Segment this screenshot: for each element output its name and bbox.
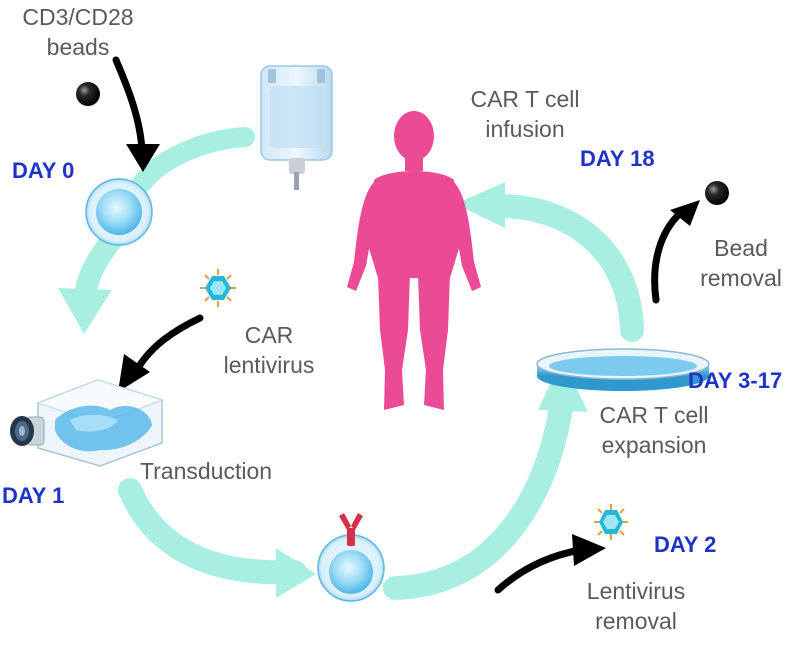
petri-dish-icon (536, 348, 710, 391)
infusion-label: CAR T cell infusion (470, 86, 580, 142)
bead-removal-label: Bead removal (700, 235, 782, 291)
iv-bag-icon (260, 65, 333, 190)
day-1-label: DAY 1 (2, 483, 65, 508)
day-3-17-label: DAY 3-17 (688, 368, 783, 393)
day-18-label: DAY 18 (580, 146, 655, 171)
removed-bead-icon (705, 181, 729, 205)
day-2-label: DAY 2 (654, 532, 717, 557)
culture-flask-icon (10, 379, 164, 467)
process-arrowheads (118, 144, 700, 566)
removed-lentivirus-icon (594, 504, 628, 540)
t-cell-icon (85, 178, 153, 246)
cycle-arrowhead-human (455, 182, 505, 228)
cycle-arrowhead-car-cell (276, 548, 316, 598)
lentivirus-arrowhead (118, 354, 150, 392)
lentivirus-removal-label: Lentivirus removal (586, 578, 686, 634)
car-lentivirus-label: CAR lentivirus (223, 322, 315, 378)
lentivirus-removal-arrowhead (572, 534, 606, 566)
day-0-label: DAY 0 (12, 158, 75, 183)
cycle-arrow-bag-to-cell (132, 127, 255, 193)
cycle-arrowheads (58, 182, 588, 598)
car-receptor-icon (339, 513, 363, 546)
car-t-cell-icon (317, 513, 385, 602)
human-icon (347, 111, 481, 410)
cycle-arrow-flask-to-car-cell (118, 478, 307, 585)
bead-icon (76, 82, 100, 106)
expansion-label: CAR T cell expansion (599, 402, 709, 458)
bead-removal-arrowhead (670, 200, 700, 226)
lentivirus-icon (200, 269, 236, 307)
cycle-arrowhead-flask (58, 288, 112, 334)
transduction-label: Transduction (139, 458, 273, 484)
cycle-arrow-car-cell-to-dish (383, 388, 574, 600)
cycle-arrow-dish-to-human (485, 193, 644, 342)
lentivirus-removal-arrow (494, 546, 584, 594)
lentivirus-arrow (134, 314, 204, 372)
beads-arrow (112, 56, 146, 154)
beads-arrowhead (126, 144, 160, 172)
beads-label: CD3/CD28 beads (22, 4, 134, 60)
cycle-arrows (74, 127, 644, 600)
